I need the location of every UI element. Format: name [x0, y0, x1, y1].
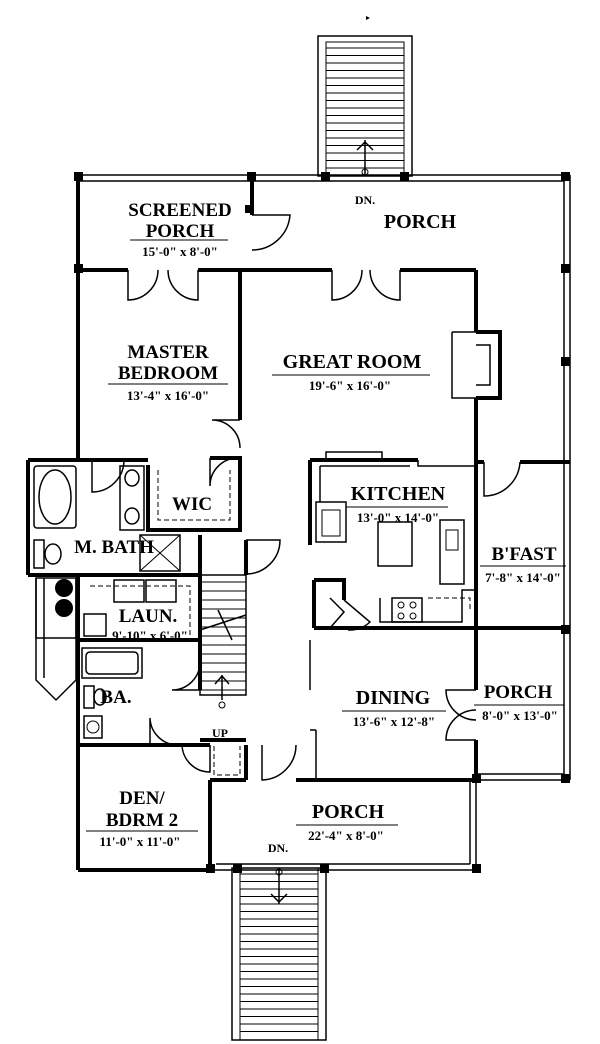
dining-name: DINING — [356, 687, 431, 709]
north-arrow-icon — [366, 16, 370, 20]
screened-porch-name-1: SCREENED — [128, 200, 231, 221]
bath-name: BA. — [100, 687, 131, 708]
porch-posts — [74, 172, 570, 873]
front-stair — [231, 867, 327, 1041]
porch-top-name: PORCH — [384, 211, 457, 233]
screened-porch-dims: 15'-0" x 8'-0" — [142, 244, 218, 259]
house-walls — [26, 268, 570, 872]
master-bedroom-name-2: BEDROOM — [118, 363, 218, 384]
laundry-dims: 9'-10" x 6'-0" — [112, 628, 188, 643]
wic-name: WIC — [172, 494, 212, 515]
room-labels: SCREENED PORCH 15'-0" x 8'-0" PORCH DN. … — [74, 193, 566, 855]
bfast-dims: 7'-8" x 14'-0" — [485, 570, 561, 585]
dining-dims: 13'-6" x 12'-8" — [353, 714, 435, 729]
stair-top-dn: DN. — [355, 193, 375, 207]
laundry-name: LAUN. — [119, 606, 178, 627]
kitchen-name: KITCHEN — [351, 483, 446, 505]
den-dims: 11'-0" x 11'-0" — [100, 834, 181, 849]
porch-side-name: PORCH — [484, 682, 553, 703]
den-name-1: DEN/ — [119, 788, 165, 809]
great-room-dims: 19'-6" x 16'-0" — [309, 378, 391, 393]
porch-front-dims: 22'-4" x 8'-0" — [308, 828, 384, 843]
den-name-2: BDRM 2 — [106, 810, 178, 831]
stair-bottom-dn: DN. — [268, 841, 288, 855]
porch-side-dims: 8'-0" x 13'-0" — [482, 708, 558, 723]
stair-up-label: UP — [212, 726, 228, 740]
bfast-name: B'FAST — [491, 544, 556, 565]
master-bedroom-dims: 13'-4" x 16'-0" — [127, 388, 209, 403]
rear-stair — [317, 35, 413, 177]
master-bedroom-name-1: MASTER — [127, 342, 209, 363]
screened-porch-name-2: PORCH — [146, 221, 215, 242]
kitchen-dims: 13'-0" x 14'-0" — [357, 510, 439, 525]
great-room-name: GREAT ROOM — [283, 351, 422, 373]
porch-front-name: PORCH — [312, 801, 385, 823]
m-bath-name: M. BATH — [74, 537, 154, 558]
doors — [91, 214, 521, 781]
